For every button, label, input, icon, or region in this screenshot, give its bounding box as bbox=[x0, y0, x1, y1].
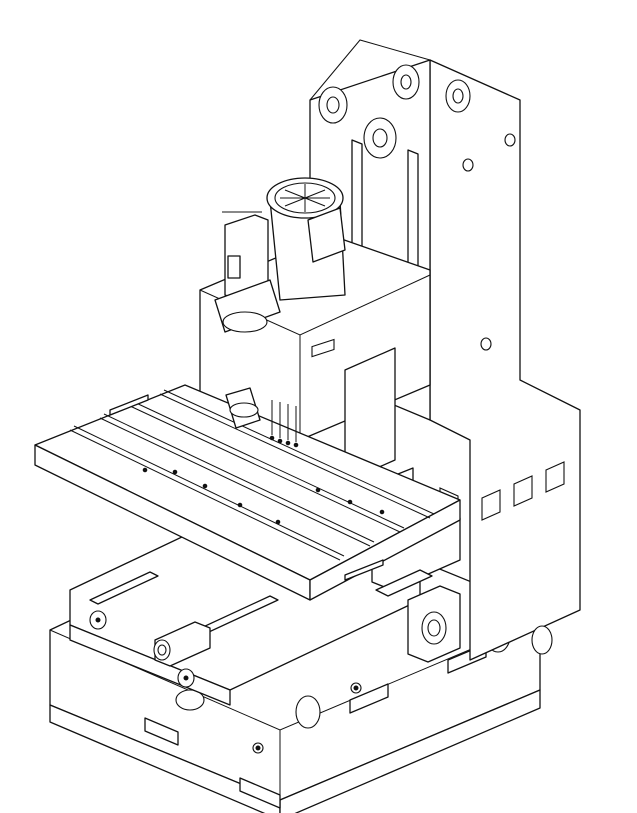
tool-release-assembly bbox=[214, 211, 281, 333]
spindle-motor bbox=[266, 177, 346, 301]
head-badge-slot bbox=[311, 338, 335, 358]
drawbar-cylinder bbox=[222, 311, 268, 333]
base-port-3 bbox=[175, 689, 205, 711]
column-hole-3 bbox=[480, 337, 492, 351]
solenoid-valve bbox=[227, 255, 241, 279]
fan-grille-lines bbox=[280, 184, 330, 212]
column-hole-1 bbox=[462, 158, 474, 172]
counterweight-pulleys bbox=[318, 64, 471, 159]
base-port-1 bbox=[295, 695, 321, 729]
work-table bbox=[34, 384, 461, 601]
table-rail-left bbox=[109, 394, 149, 416]
y-axis-servo-motor bbox=[153, 621, 211, 667]
motor-terminal-box bbox=[307, 207, 346, 263]
spindle-nose bbox=[225, 387, 261, 429]
column-hole-2 bbox=[504, 133, 516, 147]
column-port bbox=[531, 625, 553, 655]
y-rail-left bbox=[89, 571, 159, 605]
table-bolts bbox=[142, 467, 385, 525]
table-rail-right bbox=[344, 559, 384, 581]
table-t-slots bbox=[69, 389, 435, 561]
cable-chains bbox=[269, 400, 299, 448]
